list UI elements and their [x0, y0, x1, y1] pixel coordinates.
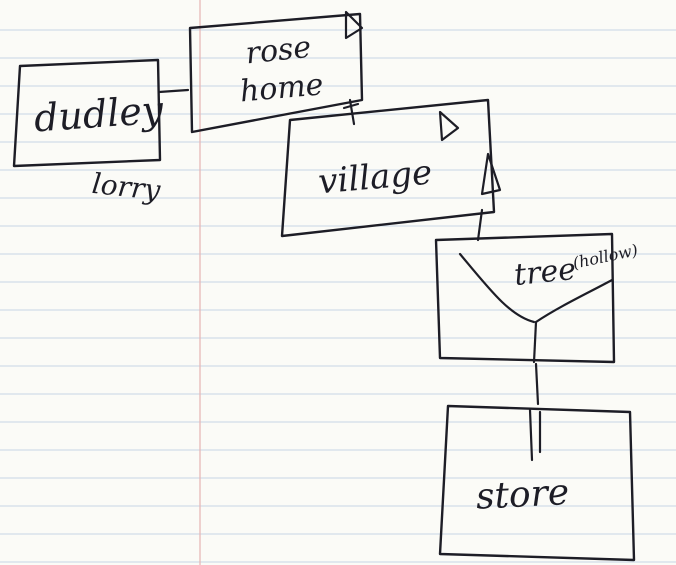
- node-dudley-label: dudley: [33, 88, 166, 141]
- triangle-marker-icon: [438, 110, 460, 142]
- node-tree: tree (hollow): [434, 232, 640, 364]
- node-tree-note: (hollow): [571, 240, 639, 272]
- node-rose-home: rose home: [188, 10, 364, 134]
- triangle-marker-icon: [480, 152, 502, 196]
- triangle-marker-icon: [344, 10, 364, 40]
- node-rose-home-label-line2: home: [238, 67, 324, 109]
- edge-tick-mark: [342, 102, 360, 110]
- ruled-lines: [0, 29, 676, 563]
- node-tree-label: tree: [512, 252, 577, 293]
- edge-rose-home-village: [348, 98, 356, 126]
- edge-village-tree: [476, 208, 484, 242]
- node-store-label: store: [475, 472, 570, 518]
- tree-trunk: [532, 320, 538, 364]
- tree-branch-right: [534, 278, 614, 324]
- node-rose-home-label-line1: rose: [244, 30, 313, 72]
- node-village: village: [280, 98, 502, 238]
- tree-branch-left: [458, 252, 536, 324]
- node-store: store: [438, 404, 636, 562]
- node-village-label: village: [317, 153, 434, 203]
- annotation-lorry: lorry: [90, 167, 163, 207]
- node-dudley: dudley: [12, 58, 166, 168]
- edge-tree-store: [528, 362, 542, 462]
- edge-dudley-rose-home: [157, 88, 190, 94]
